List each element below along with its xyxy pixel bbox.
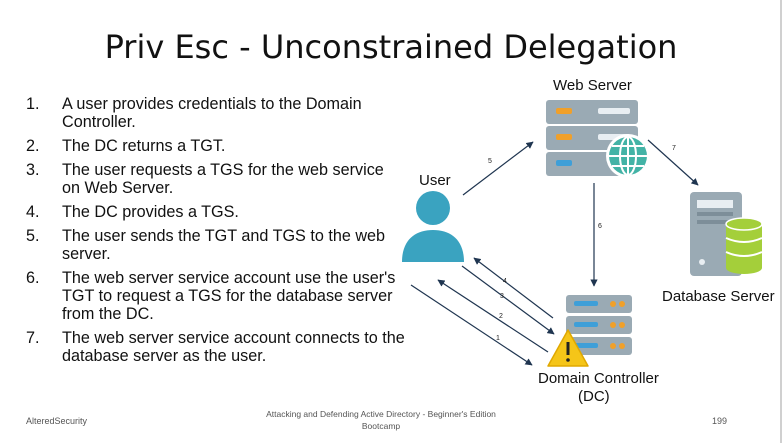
step-number: 7. bbox=[26, 329, 40, 347]
list-item: 4. The DC provides a TGS. bbox=[26, 203, 406, 221]
step-number: 2. bbox=[26, 137, 40, 155]
arrow-3 bbox=[461, 265, 555, 335]
arrow-2 bbox=[437, 279, 549, 353]
user-icon bbox=[402, 191, 464, 262]
database-server-label: Database Server bbox=[662, 288, 775, 305]
step-text: The DC returns a TGT. bbox=[62, 137, 226, 155]
list-item: 1. A user provides credentials to the Dom… bbox=[26, 95, 406, 131]
arrow-label-2: 2 bbox=[499, 313, 503, 320]
globe-icon bbox=[606, 134, 650, 178]
user-label: User bbox=[419, 172, 451, 189]
domain-controller-label: Domain Controller bbox=[538, 370, 659, 387]
footer-course-title: Attacking and Defending Active Directory… bbox=[266, 409, 496, 431]
domain-controller-abbrev: (DC) bbox=[578, 388, 610, 405]
page-number: 199 bbox=[712, 416, 728, 426]
step-text: The web server service account use the u… bbox=[62, 269, 396, 323]
arrow-label-3: 3 bbox=[500, 293, 504, 300]
arrow-label-1: 1 bbox=[496, 335, 500, 342]
step-text: The web server service account connects … bbox=[62, 329, 405, 365]
arrow-4 bbox=[473, 257, 554, 319]
arrow-label-5: 5 bbox=[488, 158, 492, 165]
step-number: 3. bbox=[26, 161, 40, 179]
slide-title: Priv Esc - Unconstrained Delegation bbox=[104, 28, 678, 66]
steps-list: 1. A user provides credentials to the Dom… bbox=[26, 95, 406, 371]
warning-icon bbox=[547, 329, 589, 367]
arrow-7 bbox=[647, 139, 699, 186]
list-item: 7. The web server service account connect… bbox=[26, 329, 406, 365]
step-number: 5. bbox=[26, 227, 40, 245]
arrow-1 bbox=[410, 284, 533, 366]
web-server-label: Web Server bbox=[553, 77, 632, 94]
step-number: 4. bbox=[26, 203, 40, 221]
step-text: A user provides credentials to the Domai… bbox=[62, 95, 362, 131]
database-server-icon bbox=[690, 192, 763, 276]
list-item: 3. The user requests a TGS for the web se… bbox=[26, 161, 406, 197]
step-text: The DC provides a TGS. bbox=[62, 203, 239, 221]
list-item: 5. The user sends the TGT and TGS to the … bbox=[26, 227, 406, 263]
step-number: 6. bbox=[26, 269, 40, 287]
step-number: 1. bbox=[26, 95, 40, 113]
list-item: 6. The web server service account use the… bbox=[26, 269, 406, 323]
slide-border bbox=[780, 0, 782, 443]
step-text: The user sends the TGT and TGS to the we… bbox=[62, 227, 386, 263]
domain-controller-icon bbox=[566, 295, 632, 355]
footer-brand: AlteredSecurity bbox=[26, 416, 88, 426]
arrow-5 bbox=[462, 141, 534, 196]
arrow-label-6: 6 bbox=[598, 223, 602, 230]
arrow-label-4: 4 bbox=[503, 278, 507, 285]
arrow-label-7: 7 bbox=[672, 145, 676, 152]
step-text: The user requests a TGS for the web serv… bbox=[62, 161, 384, 197]
list-item: 2. The DC returns a TGT. bbox=[26, 137, 406, 155]
